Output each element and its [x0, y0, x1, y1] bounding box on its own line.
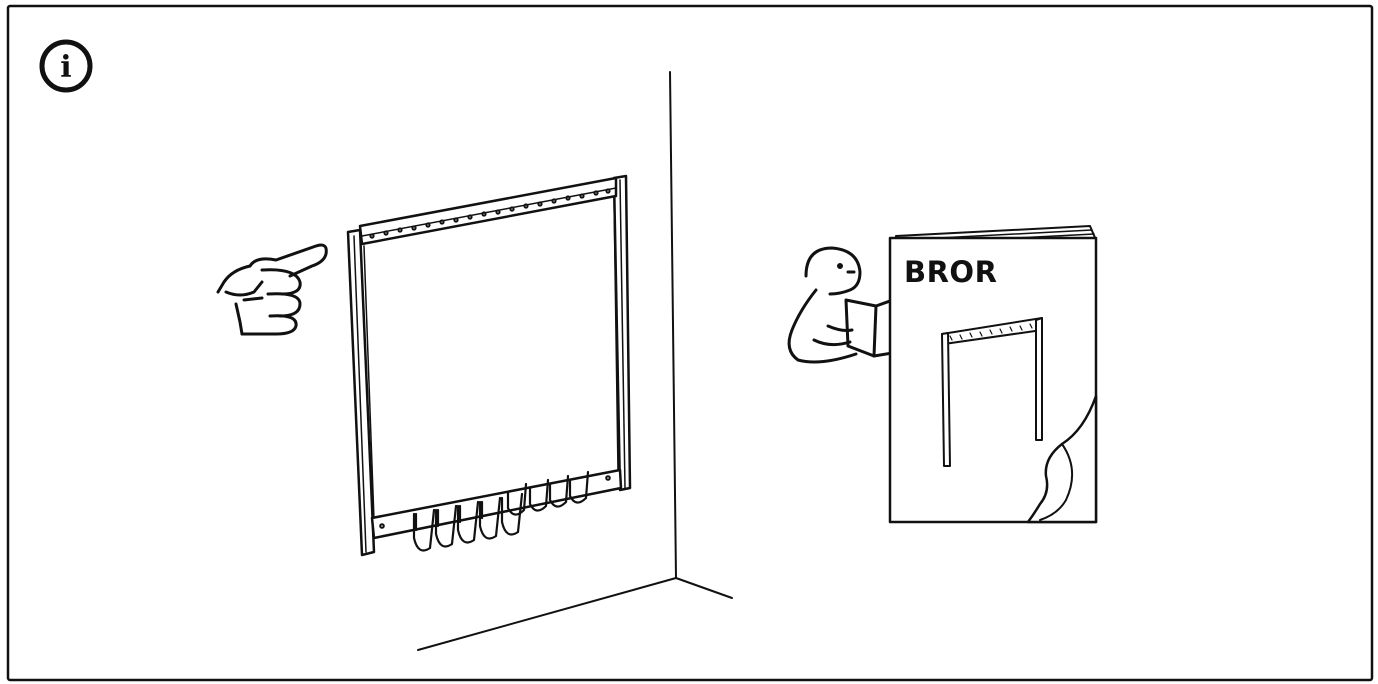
top-rail — [358, 176, 618, 246]
bottom-rail — [370, 468, 623, 540]
hook-row — [412, 470, 590, 552]
pointing-hand-icon — [216, 243, 328, 336]
wall-frame-illustration — [346, 174, 632, 557]
cover-frame-drawing — [941, 317, 1043, 467]
panel-frame — [6, 4, 1374, 682]
booklet-title: BROR — [904, 255, 997, 289]
left-upright — [346, 228, 376, 557]
booklet-page-curl — [1026, 394, 1098, 524]
manual-booklet: BROR — [888, 225, 1098, 524]
wall-corner — [417, 71, 733, 651]
info-circle-icon: i — [39, 39, 93, 93]
info-symbol: i — [60, 50, 71, 85]
